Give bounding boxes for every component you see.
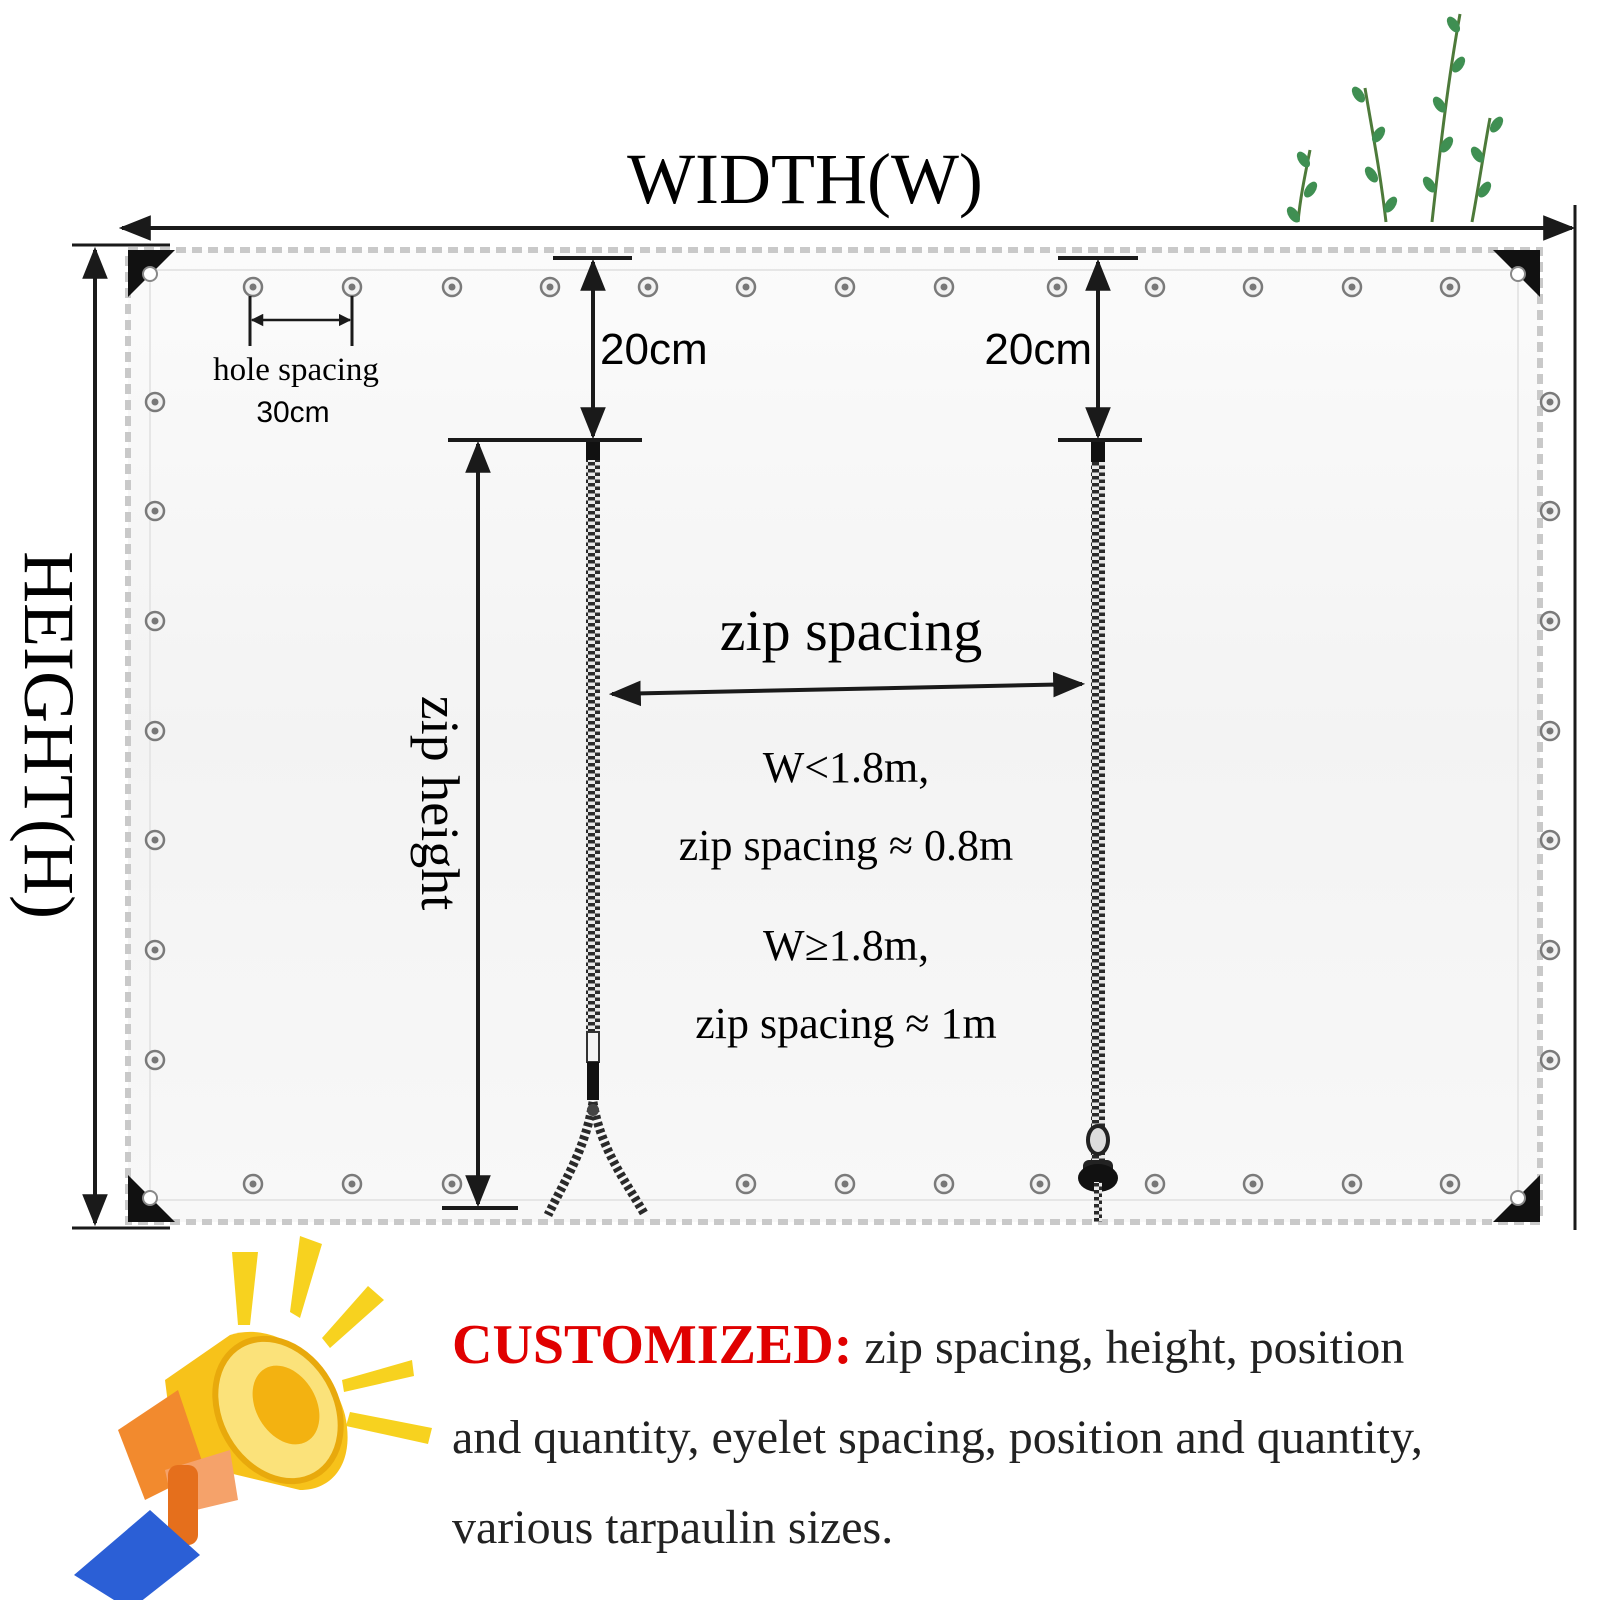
promo-line-3: various tarpaulin sizes.: [452, 1501, 894, 1554]
height-label: HEIGHT(H): [9, 551, 89, 919]
leaf: [1446, 16, 1461, 33]
rule-2-condition: W≥1.8m,: [763, 921, 929, 970]
rule-2-value: zip spacing ≈ 1m: [695, 999, 997, 1048]
tarpaulin-sheet: [125, 247, 1543, 1225]
leaf: [1470, 146, 1485, 163]
eyelet-row: [144, 276, 1561, 1195]
leaf: [1351, 86, 1366, 103]
zip-spacing-arrow: [608, 671, 1086, 707]
right-zipper: [1078, 442, 1118, 1222]
right-offset-label: 20cm: [984, 325, 1092, 374]
left-zipper: [543, 442, 649, 1218]
promo-line-1: CUSTOMIZED: zip spacing, height, positio…: [452, 1300, 1572, 1393]
leaf: [1364, 166, 1379, 183]
hole-spacing-value: 30cm: [256, 396, 329, 429]
leaf: [1286, 206, 1301, 223]
leaf: [1451, 56, 1466, 73]
leaf: [1432, 96, 1447, 113]
plant-decoration: [1296, 13, 1492, 223]
hole-spacing-label: hole spacing: [213, 352, 379, 388]
leaf: [1422, 176, 1437, 193]
width-label: WIDTH(W): [627, 139, 983, 219]
leaf: [1303, 181, 1318, 198]
leaf: [1477, 181, 1492, 198]
plant-leaves: [1286, 16, 1504, 223]
zip-spacing-label: zip spacing: [720, 598, 983, 663]
promo-text-1: zip spacing, height, position: [864, 1321, 1405, 1374]
megaphone-icon: [74, 1236, 432, 1600]
left-offset-label: 20cm: [600, 325, 708, 374]
rule-1-value: zip spacing ≈ 0.8m: [679, 821, 1014, 870]
leaf: [1489, 116, 1504, 133]
leaf: [1383, 196, 1398, 213]
leaf: [1371, 126, 1386, 143]
customization-note: CUSTOMIZED: zip spacing, height, positio…: [452, 1300, 1572, 1573]
customized-highlight: CUSTOMIZED:: [452, 1314, 853, 1376]
rule-1-condition: W<1.8m,: [763, 743, 930, 792]
zip-height-label: zip height: [410, 696, 470, 910]
leaf: [1439, 136, 1454, 153]
leaf: [1296, 151, 1311, 168]
promo-line-2: and quantity, eyelet spacing, position a…: [452, 1411, 1423, 1464]
